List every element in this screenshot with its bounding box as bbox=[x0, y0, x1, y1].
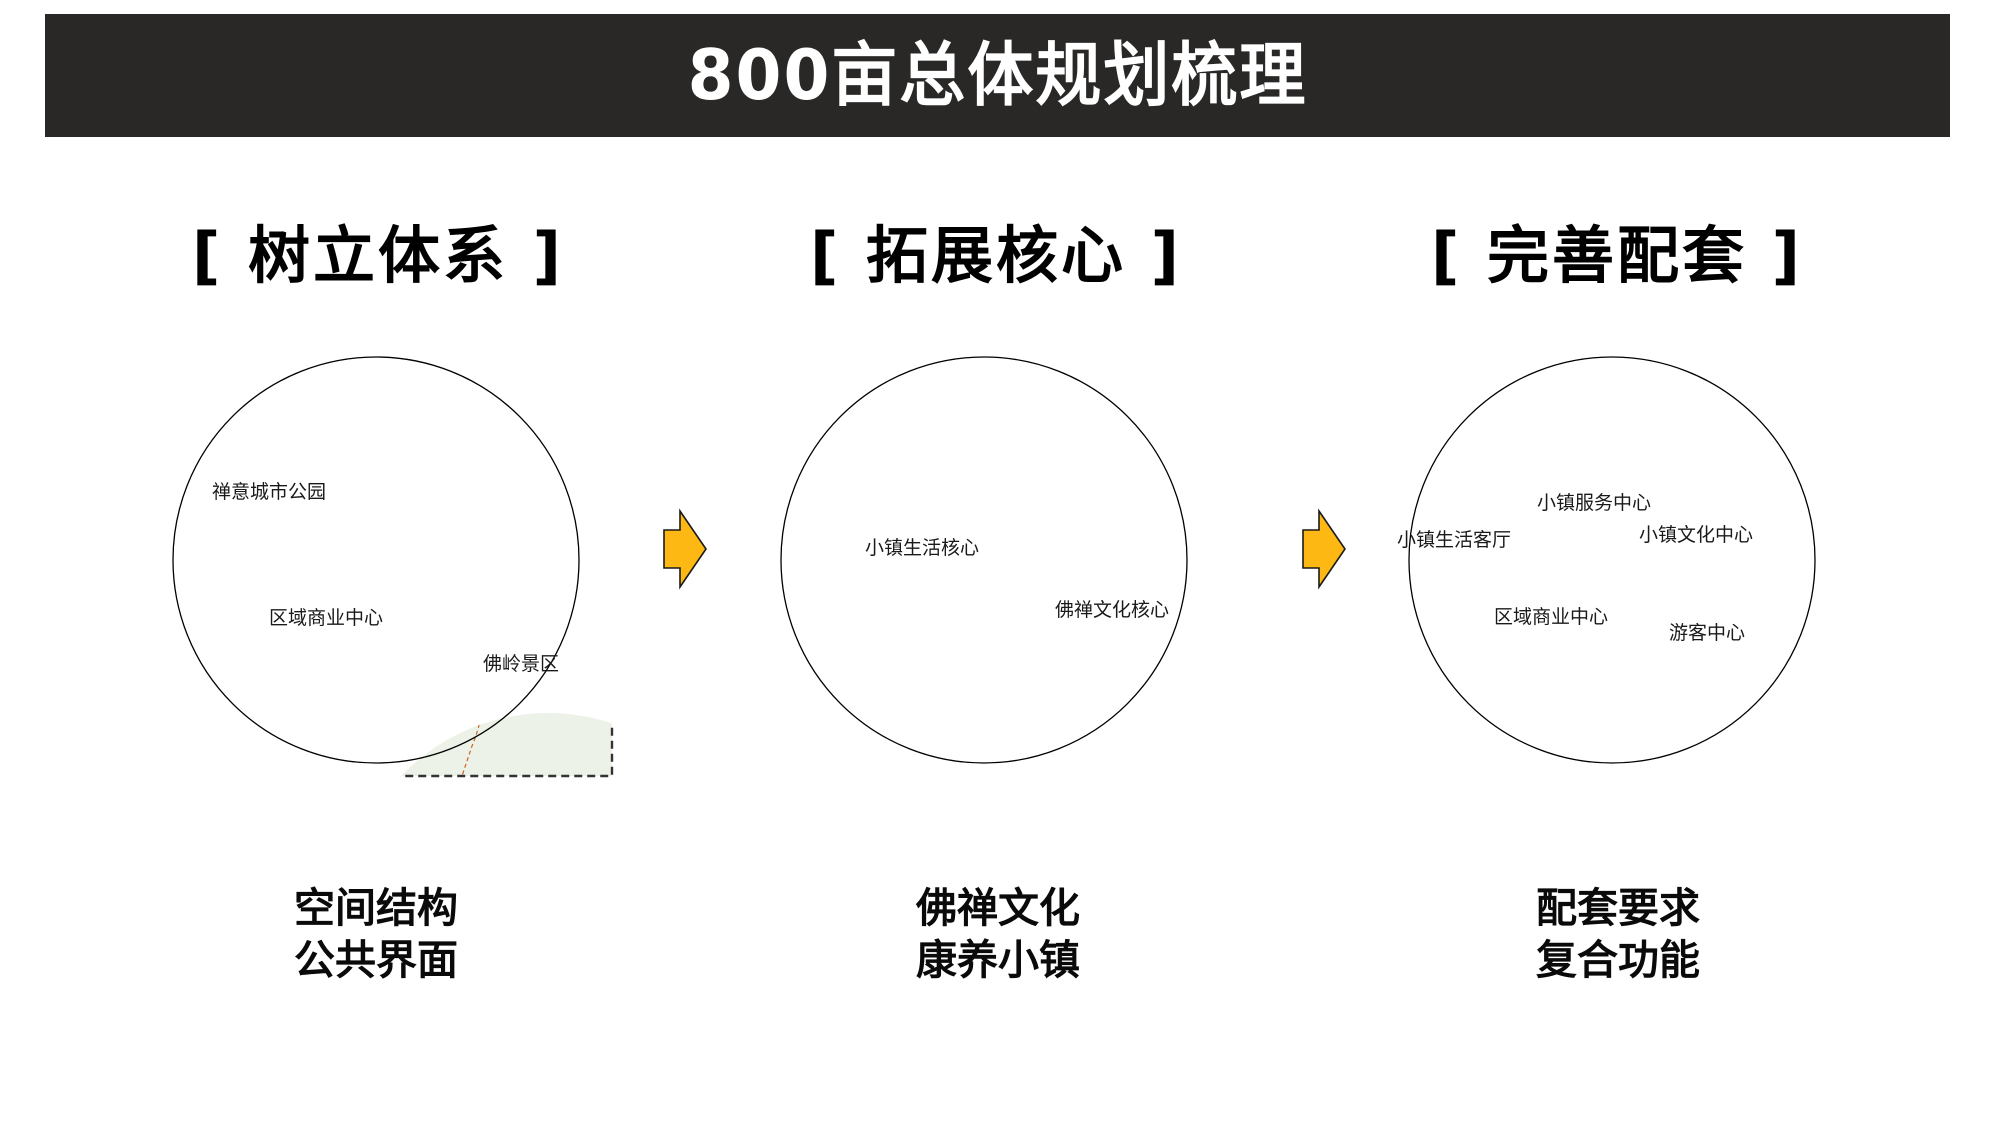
label-visitor-center: 游客中心 bbox=[1669, 622, 1745, 644]
node-living-room bbox=[1530, 530, 1552, 552]
bracket-close: ] bbox=[1771, 219, 1803, 292]
road-line bbox=[1420, 383, 1499, 610]
caption-line: 佛禅文化 bbox=[916, 884, 1080, 932]
panel-2-frame bbox=[780, 356, 1188, 764]
bracket-open: [ bbox=[192, 219, 224, 292]
bracket-close: ] bbox=[532, 219, 564, 292]
node-scenic bbox=[512, 618, 532, 638]
label-culture-center: 小镇文化中心 bbox=[1639, 524, 1753, 546]
caption-line: 配套要求 bbox=[1536, 884, 1700, 932]
bracket-close: ] bbox=[1150, 219, 1182, 292]
bracket-open: [ bbox=[810, 219, 842, 292]
node-visitor-center bbox=[1705, 594, 1727, 616]
panel-heading-2: [ 拓展核心 ] bbox=[786, 205, 1206, 295]
core-buddhist-culture bbox=[1686, 548, 1814, 676]
label-living-room: 小镇生活客厅 bbox=[1397, 529, 1511, 551]
panel-heading-1: [ 树立体系 ] bbox=[168, 205, 588, 295]
development-axis bbox=[1543, 541, 1698, 597]
panel-caption-3: 配套要求 复合功能 bbox=[1468, 882, 1768, 986]
label-commercial: 区域商业中心 bbox=[269, 607, 383, 629]
node-park bbox=[268, 506, 288, 526]
label-service-center: 小镇服务中心 bbox=[1537, 492, 1651, 514]
heading-text: 完善配套 bbox=[1486, 219, 1747, 292]
panel-3-frame bbox=[1408, 356, 1816, 764]
node-culture-center bbox=[1695, 551, 1717, 573]
label-park: 禅意城市公园 bbox=[212, 481, 326, 503]
road-line bbox=[792, 383, 871, 610]
panel-heading-3: [ 完善配套 ] bbox=[1407, 205, 1827, 295]
influence-ring-inner bbox=[1664, 526, 1836, 698]
panel-1-frame bbox=[172, 356, 580, 764]
caption-line: 复合功能 bbox=[1536, 936, 1700, 984]
label-commercial: 区域商业中心 bbox=[1494, 606, 1608, 628]
node-service-center bbox=[1597, 518, 1619, 540]
panel-1-map: 禅意城市公园 区域商业中心 佛岭景区 bbox=[172, 356, 614, 778]
panel-2-map: 小镇生活核心 佛禅文化核心 bbox=[780, 356, 1188, 764]
bracket-open: [ bbox=[1431, 219, 1463, 292]
header-bar: 800亩总体规划梳理 bbox=[45, 14, 1950, 137]
node-commercial bbox=[1552, 578, 1574, 600]
caption-line: 公共界面 bbox=[294, 936, 458, 984]
heading-text: 树立体系 bbox=[247, 219, 508, 292]
panel-3-map: 小镇服务中心 小镇生活客厅 小镇文化中心 区域商业中心 游客中心 bbox=[1397, 356, 1836, 776]
caption-line: 空间结构 bbox=[294, 884, 458, 932]
node-commercial bbox=[320, 575, 340, 595]
heading-text: 拓展核心 bbox=[865, 219, 1126, 292]
panel-caption-2: 佛禅文化 康养小镇 bbox=[848, 882, 1148, 986]
caption-line: 康养小镇 bbox=[916, 936, 1080, 984]
label-core-1: 小镇生活核心 bbox=[865, 537, 979, 559]
scenic-boundary bbox=[1698, 569, 1822, 776]
next-arrow-icon bbox=[663, 508, 707, 590]
label-scenic: 佛岭景区 bbox=[483, 653, 559, 675]
panel-caption-1: 空间结构 公共界面 bbox=[226, 882, 526, 986]
page-title: 800亩总体规划梳理 bbox=[687, 35, 1308, 116]
label-core-2: 佛禅文化核心 bbox=[1055, 599, 1169, 621]
next-arrow-icon bbox=[1302, 508, 1346, 590]
